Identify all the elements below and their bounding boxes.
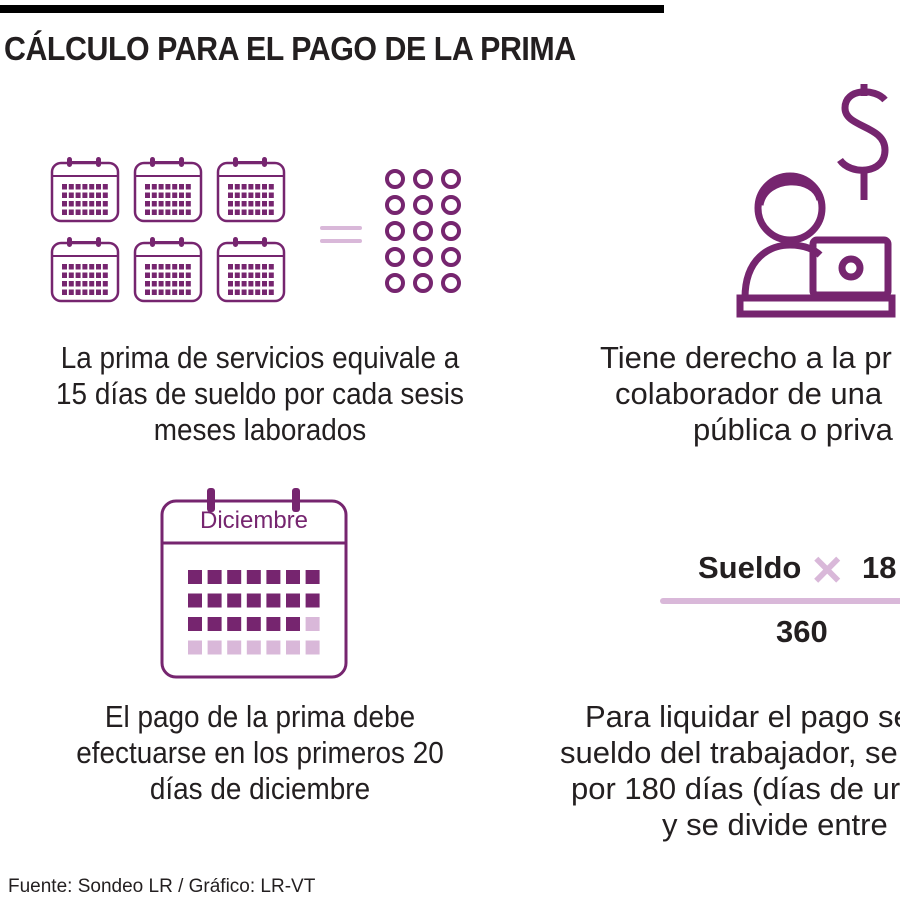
source-footer: Fuente: Sondeo LR / Gráfico: LR-VT <box>8 876 316 897</box>
text-line: colaborador de una <box>615 376 883 411</box>
worker-with-laptop-dollar-icon <box>736 84 896 318</box>
small-calendar-icon <box>133 237 203 303</box>
day-square <box>227 570 242 584</box>
formula-numerator-right: 18 <box>862 550 897 585</box>
top-rule <box>0 5 664 13</box>
day-circle <box>441 169 461 189</box>
six-calendars-icon <box>50 157 286 303</box>
small-calendar-icon <box>133 157 203 223</box>
formula-denominator: 360 <box>776 614 828 649</box>
text-line: Para liquidar el pago se <box>585 699 900 734</box>
day-circle <box>413 169 433 189</box>
day-square <box>207 593 222 608</box>
page-title: CÁLCULO PARA EL PAGO DE LA PRIMA <box>4 30 576 67</box>
day-circle <box>385 169 405 189</box>
day-square <box>286 570 300 584</box>
day-circle <box>413 195 433 215</box>
text-line: pública o priva <box>693 412 893 447</box>
day-circle <box>385 247 405 267</box>
fraction-bar <box>660 598 900 604</box>
day-square <box>266 640 281 655</box>
small-calendar-icon <box>50 237 120 303</box>
day-square <box>246 617 261 631</box>
day-square <box>246 570 261 584</box>
day-circle <box>385 221 405 241</box>
day-circle <box>441 221 461 241</box>
day-square <box>188 570 202 584</box>
small-calendar-icon <box>216 157 286 223</box>
text-line: La prima de servicios equivale a <box>60 340 460 375</box>
text-line: 15 días de sueldo por cada sesis <box>56 376 464 411</box>
day-square <box>207 640 222 655</box>
day-square <box>266 593 281 608</box>
calendar-icon <box>160 488 348 679</box>
equals-icon <box>320 226 362 243</box>
day-square <box>266 570 281 584</box>
day-square <box>305 593 320 608</box>
text-line: por 180 días (días de ur <box>571 771 900 806</box>
day-square <box>305 617 320 631</box>
day-circle <box>441 247 461 267</box>
day-circle <box>385 195 405 215</box>
text-line: Tiene derecho a la pr <box>600 340 892 375</box>
formula-numerator-left: Sueldo <box>698 550 802 585</box>
calendar-month-label: Diciembre <box>199 507 309 534</box>
day-circle <box>413 221 433 241</box>
day-square <box>188 593 202 608</box>
day-square <box>188 640 202 655</box>
day-circle <box>441 273 461 293</box>
day-square <box>305 570 320 584</box>
day-circle <box>413 247 433 267</box>
day-square <box>286 617 300 631</box>
day-square <box>286 640 300 655</box>
day-square <box>266 617 281 631</box>
day-square <box>188 617 202 631</box>
day-circle <box>413 273 433 293</box>
text-line: y se divide entre <box>662 807 888 842</box>
day-square <box>227 593 242 608</box>
day-circle <box>385 273 405 293</box>
text-line: meses laborados <box>153 412 367 447</box>
text-line: El pago de la prima debe <box>104 699 416 734</box>
small-calendar-icon <box>216 237 286 303</box>
day-square <box>227 617 242 631</box>
day-square <box>246 640 261 655</box>
text-line: efectuarse en los primeros 20 <box>76 735 444 770</box>
small-calendar-icon <box>50 157 120 223</box>
day-square <box>305 640 320 655</box>
day-circle <box>441 195 461 215</box>
text-line: días de diciembre <box>149 771 371 806</box>
multiply-icon: × <box>812 541 843 599</box>
day-square <box>246 593 261 608</box>
day-square <box>227 640 242 655</box>
text-line: sueldo del trabajador, se <box>560 735 898 770</box>
day-square <box>286 593 300 608</box>
day-square <box>207 570 222 584</box>
fifteen-days-circles-icon <box>385 169 461 293</box>
december-text: El pago de la prima debe efectuarse en l… <box>0 699 530 807</box>
day-square <box>207 617 222 631</box>
equivalence-text: La prima de servicios equivale a 15 días… <box>0 340 530 448</box>
